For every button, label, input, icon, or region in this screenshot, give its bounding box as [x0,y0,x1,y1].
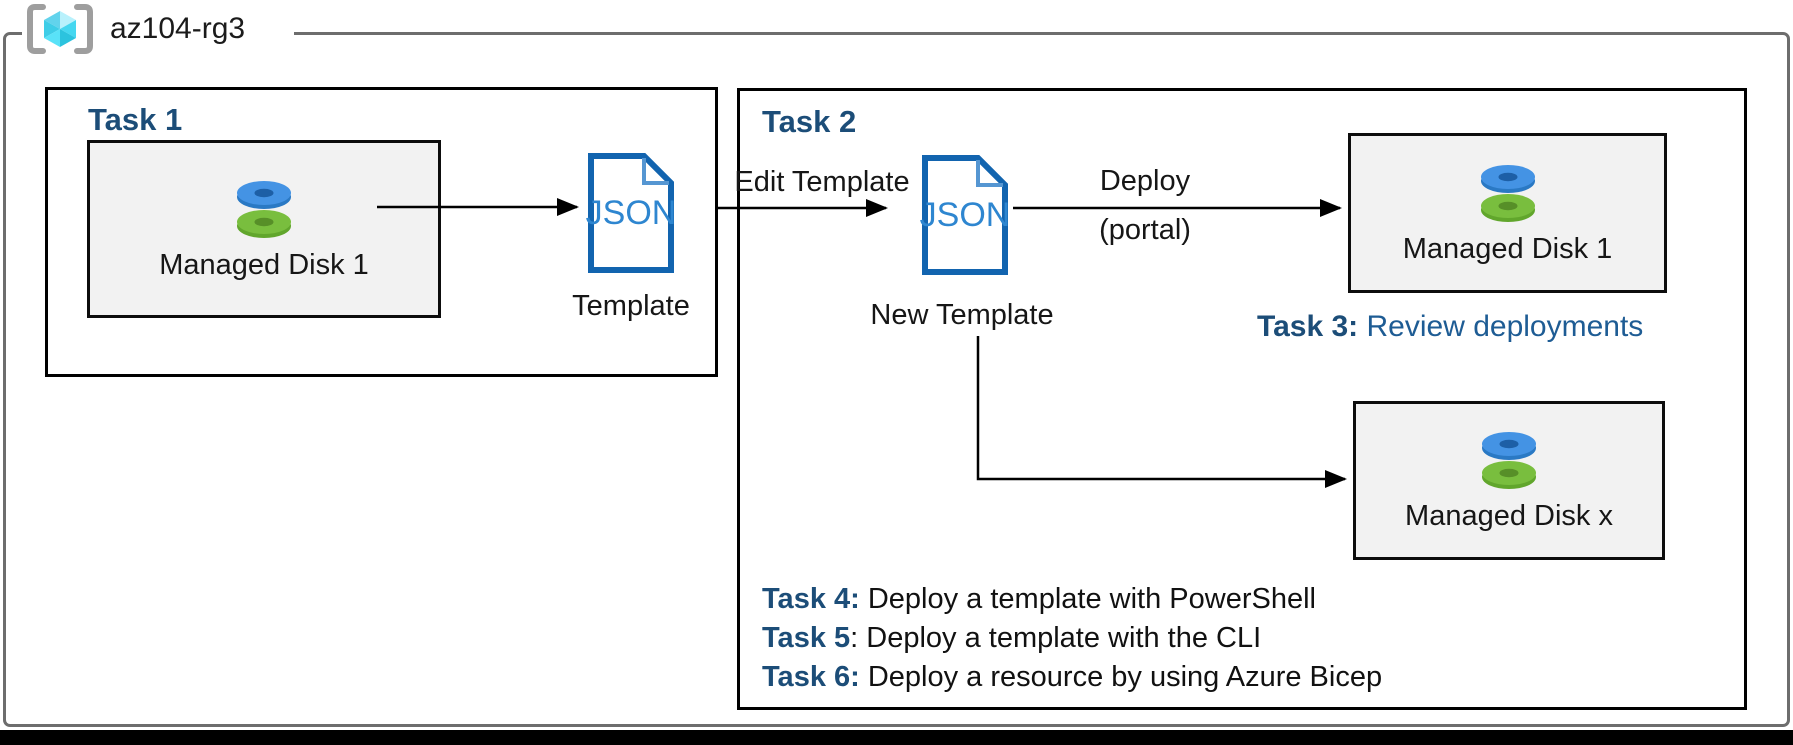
task6-line: Task 6: Deploy a resource by using Azure… [762,658,1382,697]
edit-template-label: Edit Template [734,166,910,198]
task6-text: Deploy a resource by using Azure Bicep [859,661,1383,693]
deploy-label: Deploy [1099,165,1191,197]
new-template-caption: New Template [870,299,1054,331]
resource-group-header: az104-rg3 [22,0,294,58]
task6-label: Task 6: [762,661,860,693]
task3-text: Review deployments [1358,310,1644,343]
managed-disk-label: Managed Disk x [1405,500,1613,532]
task3-caption: Task 3: Review deployments [1257,310,1643,344]
window-bottom-bar [0,730,1793,745]
managed-disk-label: Managed Disk 1 [1402,232,1613,265]
task2-title: Task 2 [762,104,857,139]
task4-line: Task 4: Deploy a template with PowerShel… [762,580,1382,619]
task3-label: Task 3: [1257,310,1359,343]
json-doc-label: JSON [586,194,676,232]
deploy-portal-label: (portal) [1099,214,1191,246]
task5-text: : Deploy a template with the CLI [850,622,1262,654]
task1-title: Task 1 [88,102,183,137]
json-template-icon: JSON [586,153,676,273]
task4-text: Deploy a template with PowerShell [859,583,1316,615]
template-caption: Template [572,290,690,322]
managed-disk-label: Managed Disk 1 [159,248,369,281]
task4-label: Task 4: [762,583,860,615]
task5-label: Task 5 [762,622,851,654]
task1-managed-disk-box: Managed Disk 1 [87,140,441,318]
managed-disk-icon [237,180,291,238]
task2-managed-diskx-box: Managed Disk x [1353,401,1665,560]
task2-managed-disk1-box: Managed Disk 1 [1348,133,1667,293]
managed-disk-icon [1482,432,1536,489]
json-new-template-icon: JSON [920,155,1010,275]
json-doc-label: JSON [920,196,1010,234]
resource-group-icon [27,4,93,54]
resource-group-name: az104-rg3 [110,12,246,45]
task5-line: Task 5: Deploy a template with the CLI [762,619,1382,658]
managed-disk-icon [1480,164,1535,222]
task-list: Task 4: Deploy a template with PowerShel… [762,580,1382,697]
